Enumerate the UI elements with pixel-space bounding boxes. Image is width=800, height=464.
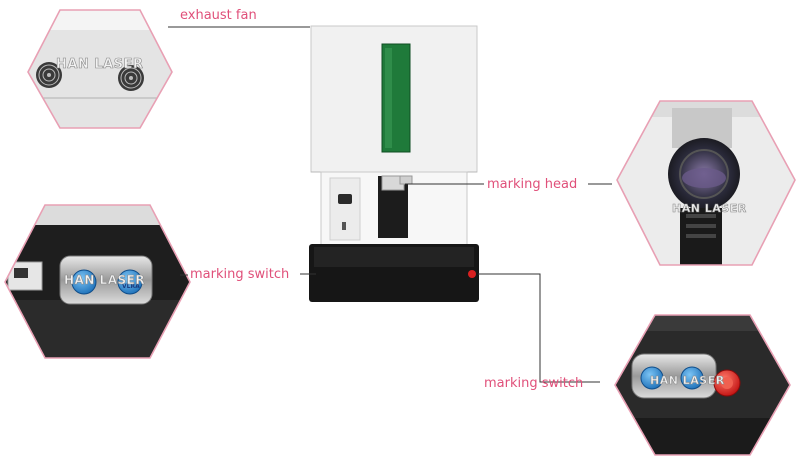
callout-exhaust-fan: exhaust fan (180, 8, 257, 23)
laser-marking-machine (309, 25, 479, 302)
watermark-text: HAN LASER (672, 202, 747, 215)
line-marking-switch-right (478, 273, 600, 383)
stop-button-icon (117, 269, 143, 295)
inset-marking-switch-left: VLRA HAN LASER (4, 204, 191, 359)
watermark-text: HAN LASER (650, 374, 725, 387)
stop-button-icon (680, 366, 704, 390)
switch-label: VLRA (122, 283, 140, 290)
inset-marking-switch-right: HAN LASER (614, 314, 791, 456)
watermark-text: HAN LASER (64, 273, 145, 287)
watermark-text: HAN LASER (56, 57, 143, 72)
callout-marking-switch-right: marking switch (484, 376, 584, 391)
start-button-icon (640, 366, 664, 390)
start-button-icon (71, 269, 97, 295)
inset-exhaust-fan: HAN LASER (27, 9, 173, 129)
callout-marking-switch-left: marking switch (190, 267, 290, 282)
callout-lines (168, 26, 612, 383)
inset-marking-head: HAN LASER (616, 100, 796, 266)
callout-marking-head: marking head (487, 177, 578, 192)
